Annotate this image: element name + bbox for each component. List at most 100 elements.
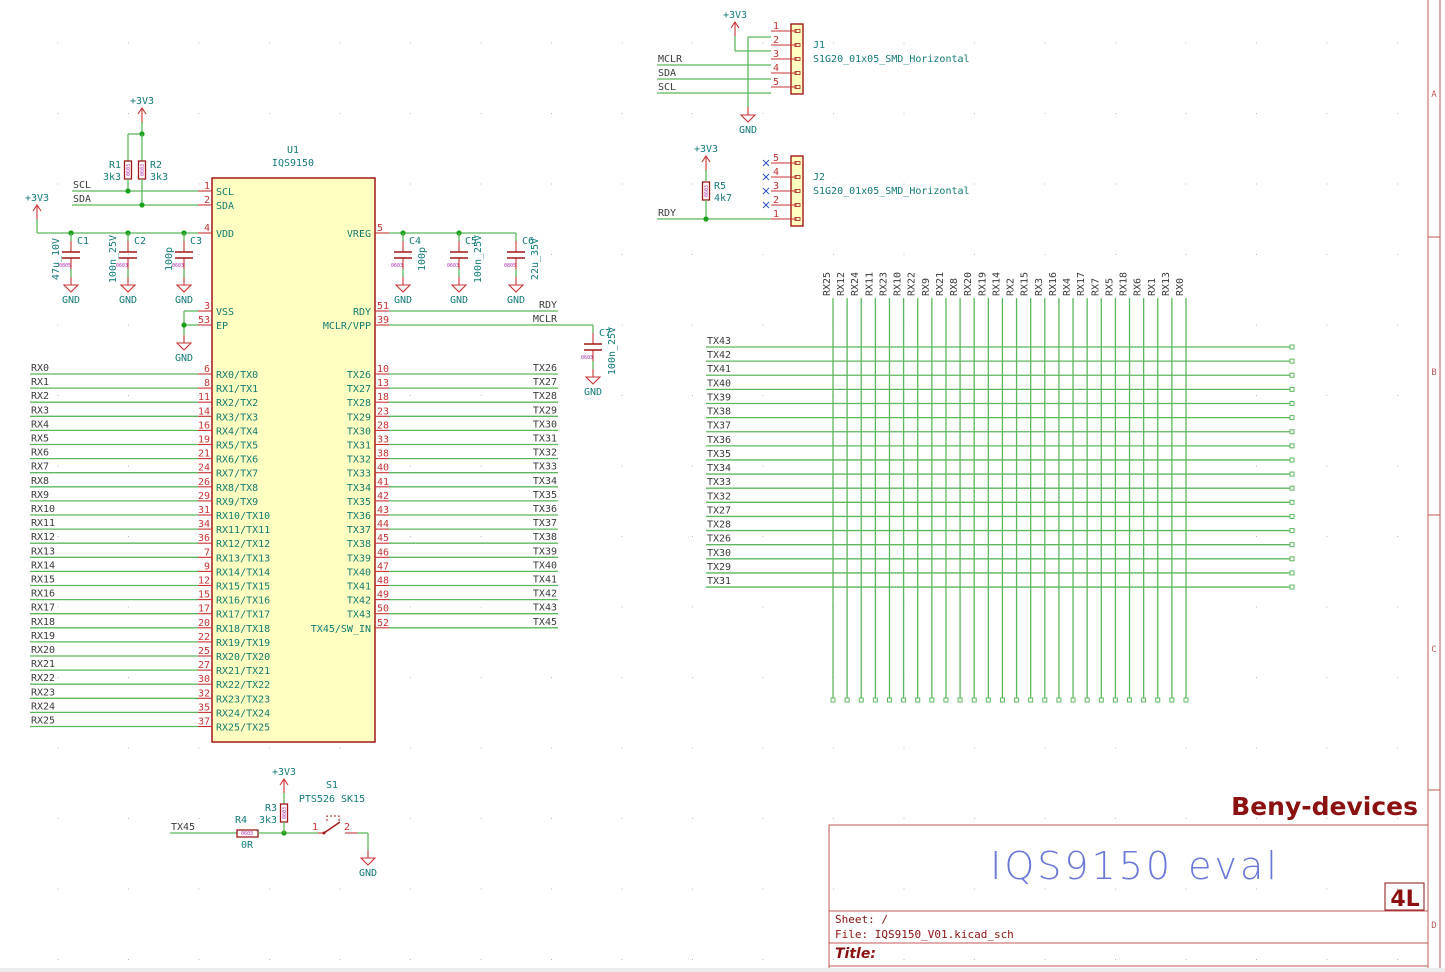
rx-column-label: RX16 (1048, 272, 1059, 296)
rx-net-label: RX7 (31, 462, 49, 473)
u1-pin-name: TX31 (347, 441, 371, 452)
cap-footprint: 0603 (581, 355, 593, 361)
project-title: IQS9150 eval (990, 844, 1280, 888)
connectors: 12345J1S1G20_01x05_SMD_Horizontal54321J2… (657, 10, 970, 227)
u1-pin-name: RX18/TX18 (216, 624, 270, 635)
u1-pin-name: RX21/TX21 (216, 666, 270, 677)
rx-column-terminal (1141, 697, 1147, 703)
u1-pin-number: 34 (198, 519, 210, 530)
res-value: 4k7 (714, 193, 732, 204)
grid-dot (57, 113, 59, 114)
rx-net-label: RX0 (31, 363, 49, 374)
grid-dot (198, 959, 200, 960)
sensor-matrix: TX43TX42TX41TX40TX39TX38TX37TX36TX35TX34… (706, 272, 1295, 703)
grid-dot (762, 959, 764, 960)
grid-dot (903, 818, 905, 819)
grid-dot (621, 536, 623, 537)
grid-dot (1185, 888, 1187, 890)
u1-pin-number: 18 (377, 392, 389, 403)
u1-pin-name: TX32 (347, 455, 371, 466)
tx-row-terminal (1289, 499, 1295, 505)
gnd-symbol: GND (394, 277, 412, 306)
grid-dot (1256, 183, 1257, 185)
grid-dot (1397, 959, 1398, 960)
rx-column-terminal (971, 697, 977, 703)
res-footprint: 0603 (140, 164, 146, 176)
grid-dot (1115, 818, 1116, 819)
grid-dot (974, 42, 975, 44)
res-footprint: 0603 (282, 807, 288, 819)
rx-column-terminal (1169, 697, 1175, 703)
u1-pin-name: RX14/TX14 (216, 567, 270, 578)
u1-iqs9150[interactable]: U1IQS91501SCL2SDA4VDD3VSS53EP6RX0/TX08RX… (198, 145, 389, 743)
u1-pin-name: RX6/TX6 (216, 455, 258, 466)
switch-pivot (322, 831, 326, 835)
u1-pin-number: 44 (377, 519, 389, 530)
tx-row-terminal (1289, 358, 1295, 364)
gnd-label: GND (175, 295, 193, 306)
grid-dot (551, 395, 552, 396)
res-value: 3k3 (150, 172, 168, 183)
grid-dot (1115, 42, 1116, 44)
cap-value: 100n_25V (607, 327, 618, 375)
grid-dot (480, 747, 482, 749)
u1-pin-number: 41 (377, 477, 389, 488)
grid-dot (621, 959, 623, 960)
grid-dot (339, 747, 341, 749)
grid-dot (833, 254, 834, 255)
gnd-symbol: GND (119, 277, 137, 306)
grid-dot (57, 747, 59, 749)
u1-pin-number: 17 (198, 604, 210, 615)
grid-dot (198, 42, 200, 44)
connector-pin-number: 2 (773, 195, 779, 206)
u1-pin-number: 46 (377, 547, 389, 558)
grid-dot (339, 42, 341, 44)
rx-column-label: RX20 (963, 272, 974, 296)
grid-dot (198, 747, 200, 749)
grid-dot (692, 747, 693, 749)
rx-column-label: RX4 (1062, 278, 1073, 296)
grid-dot (1397, 113, 1398, 114)
tx-row-terminal (1289, 429, 1295, 435)
connector-pin-number: 5 (773, 77, 779, 88)
grid-dot (1044, 959, 1046, 960)
grid-dot (621, 677, 623, 678)
u1-pin-number: 32 (198, 688, 210, 699)
res-value: 3k3 (259, 815, 277, 826)
tx-net-label: TX34 (533, 476, 557, 487)
grid-dot (198, 465, 200, 467)
res-footprint: 0603 (241, 831, 253, 837)
grid-dot (57, 42, 59, 44)
grid-dot (903, 254, 905, 255)
vcc-label: +3V3 (723, 10, 747, 21)
tx-row-label: TX38 (707, 407, 731, 418)
rx-column-terminal (985, 697, 991, 703)
grid-dot (1256, 677, 1257, 678)
grid-dot (903, 959, 905, 960)
u1-pin-name: VREG (347, 229, 371, 240)
rx-column-label: RX1 (1147, 278, 1158, 296)
grid-dot (1115, 254, 1116, 255)
u1-pin-number: 45 (377, 533, 389, 544)
u1-pin-number: 27 (198, 660, 210, 671)
grid-dot (692, 254, 693, 255)
u1-pin-name: TX42 (347, 596, 371, 607)
u1-pin-number: 13 (377, 378, 389, 389)
tx-net-label: TX41 (533, 575, 557, 586)
rx-net-label: RX15 (31, 575, 55, 586)
cap-value: 100p (164, 247, 175, 271)
u1-pin-name: TX33 (347, 469, 371, 480)
grid-dot (480, 606, 482, 608)
grid-dot (1326, 465, 1328, 467)
tx-net-labels: TX26TX27TX28TX29TX30TX31TX32TX33TX34TX35… (389, 300, 593, 629)
revision-box (1384, 882, 1425, 911)
u1-pin-number: 42 (377, 491, 389, 502)
grid-dot (692, 536, 693, 537)
gnd-label: GND (359, 868, 377, 879)
vcc-arrow-icon (137, 107, 147, 115)
